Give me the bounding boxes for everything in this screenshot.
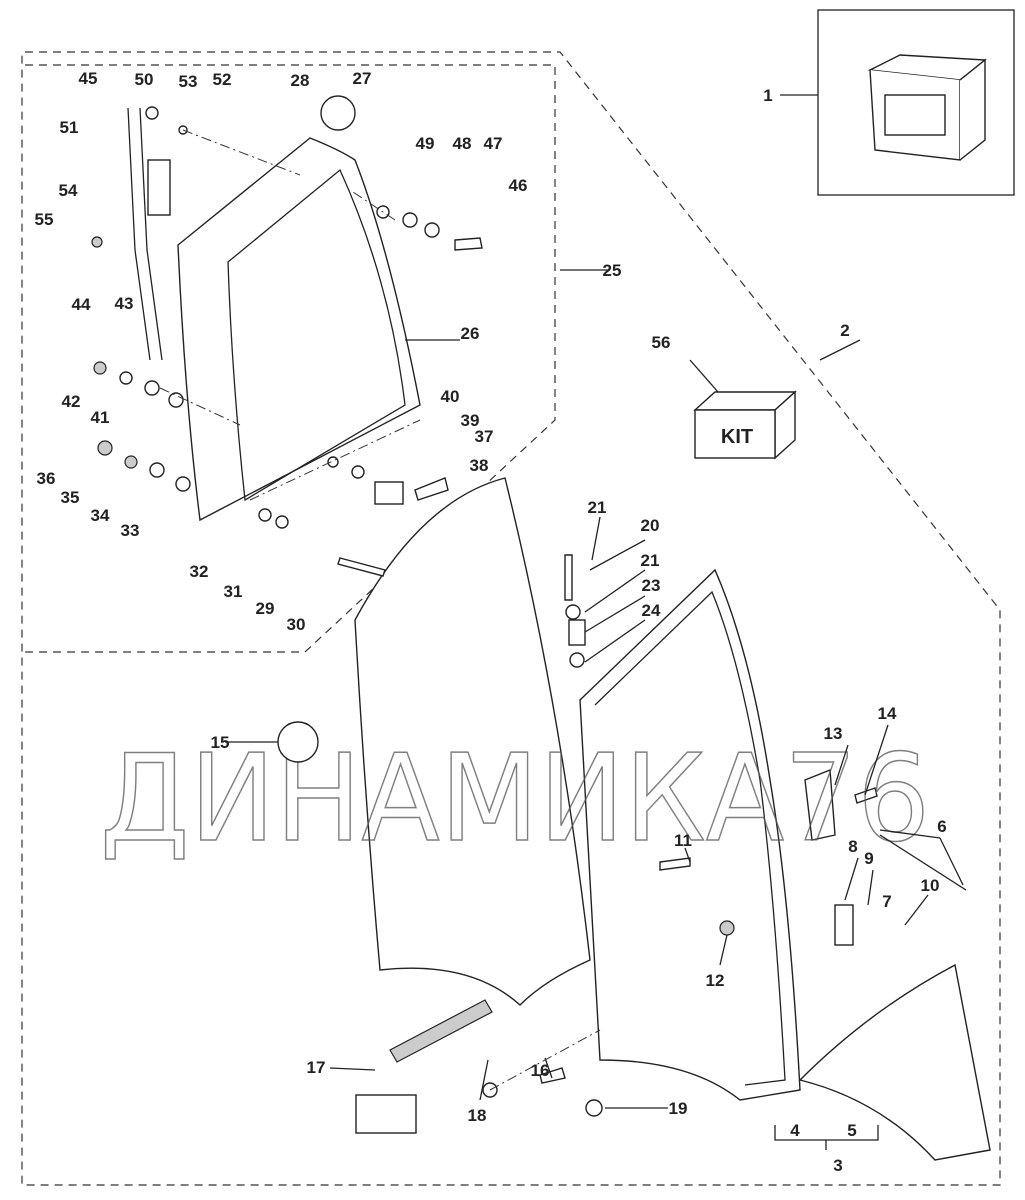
callout-27: 27	[353, 69, 372, 88]
cab-inset-box	[817, 9, 1015, 196]
assembly-boundary-2	[21, 51, 1001, 1186]
callout-35: 35	[61, 488, 80, 507]
callout-10: 10	[921, 876, 940, 895]
door-glass	[354, 477, 591, 1006]
hardware-washers	[91, 106, 735, 1117]
callout-50: 50	[135, 70, 154, 89]
callout-39: 39	[461, 411, 480, 430]
callout-24: 24	[642, 601, 661, 620]
callout-54: 54	[59, 181, 78, 200]
callout-1: 1	[763, 86, 772, 105]
callout-30: 30	[287, 615, 306, 634]
callout-18: 18	[468, 1106, 487, 1125]
callout-21a: 21	[588, 498, 607, 517]
latch-block	[147, 159, 171, 216]
callout-49: 49	[416, 134, 435, 153]
watermark-logo: ДИНАМИКА76	[100, 730, 930, 869]
callout-29: 29	[256, 599, 275, 618]
callout-19: 19	[669, 1099, 688, 1118]
callout-53: 53	[179, 72, 198, 91]
cab-inset-icon	[867, 54, 987, 161]
callout-34: 34	[91, 506, 110, 525]
callout-33: 33	[121, 521, 140, 540]
callout-26: 26	[461, 324, 480, 343]
callout-38: 38	[470, 456, 489, 475]
callout-31: 31	[224, 582, 243, 601]
callout-15: 15	[211, 733, 230, 752]
callout-8: 8	[848, 837, 857, 856]
callout-6: 6	[937, 817, 946, 836]
strut-bracket	[355, 1094, 417, 1134]
callout-45: 45	[79, 69, 98, 88]
callout-13: 13	[824, 724, 843, 743]
support-rod	[127, 107, 163, 361]
callout-32: 32	[190, 562, 209, 581]
callout-9: 9	[864, 849, 873, 868]
callout-28: 28	[291, 71, 310, 90]
callout-43: 43	[115, 294, 134, 313]
callout-25: 25	[603, 261, 622, 280]
kit-box	[693, 390, 797, 460]
note-icon-27	[320, 95, 356, 131]
callout-5: 5	[847, 1121, 856, 1140]
bolts	[337, 237, 878, 1084]
callout-40: 40	[441, 387, 460, 406]
callout-labels: 1 2 3 4 5 6 7 8 9 10 11 12 13 14 15 16 1…	[35, 69, 947, 1175]
callout-4: 4	[790, 1121, 800, 1140]
callout-46: 46	[509, 176, 528, 195]
callout-51: 51	[60, 118, 79, 137]
callout-37: 37	[475, 427, 494, 446]
gas-strut	[389, 999, 493, 1063]
callout-42: 42	[62, 392, 81, 411]
rear-window-glass	[177, 137, 421, 522]
callout-55: 55	[35, 210, 54, 229]
callout-16: 16	[531, 1061, 550, 1080]
callout-23: 23	[642, 576, 661, 595]
callout-14: 14	[878, 704, 897, 723]
callout-48: 48	[453, 134, 472, 153]
callout-44: 44	[72, 295, 91, 314]
callout-7: 7	[882, 892, 891, 911]
kit-label: KIT	[721, 426, 753, 448]
callout-52: 52	[213, 70, 232, 89]
assembly-boundary-25	[22, 64, 556, 653]
side-glass	[798, 963, 991, 1161]
callout-41: 41	[91, 408, 110, 427]
callout-12: 12	[706, 971, 725, 990]
callout-3: 3	[833, 1156, 842, 1175]
callout-2: 2	[840, 321, 849, 340]
callout-36: 36	[37, 469, 56, 488]
leader-lines	[159, 94, 967, 1150]
note-icon-15	[277, 721, 319, 763]
callout-47: 47	[484, 134, 503, 153]
callout-21b: 21	[641, 551, 660, 570]
callout-56: 56	[652, 333, 671, 352]
callout-17: 17	[307, 1058, 326, 1077]
callout-11: 11	[674, 831, 692, 850]
callout-20: 20	[641, 516, 660, 535]
